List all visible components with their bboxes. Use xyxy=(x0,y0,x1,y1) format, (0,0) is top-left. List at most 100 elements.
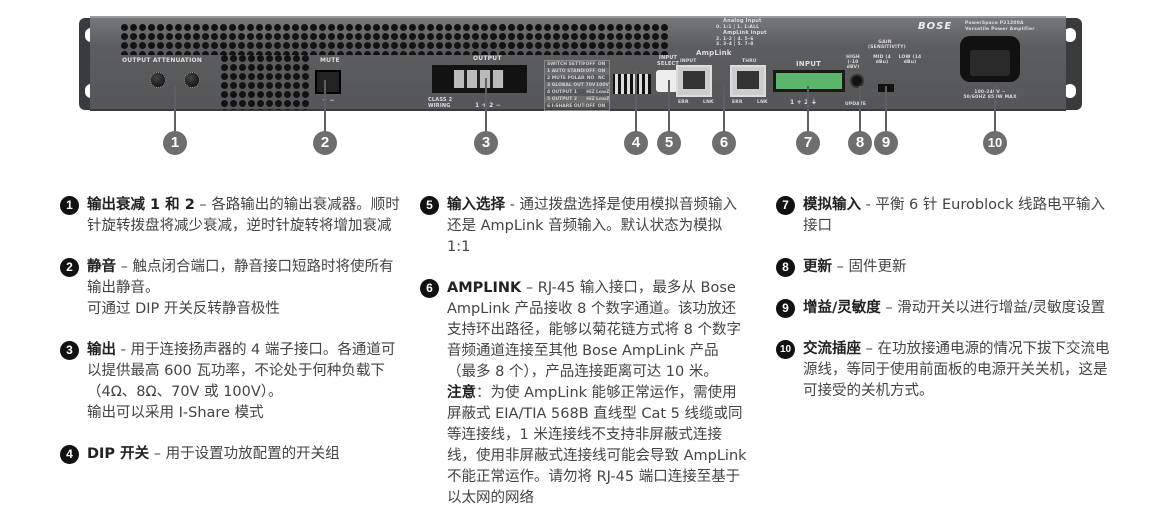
switch-table-cell: LowZ xyxy=(596,90,610,95)
amplink-thru-port[interactable] xyxy=(730,65,766,97)
switch-table-cell: 6 I-SHARE OUTPUTS xyxy=(547,104,585,109)
number-badge: 8 xyxy=(776,258,795,277)
callout-1: 1 xyxy=(163,131,187,155)
gain-low-label: LOW (14 dBu) xyxy=(898,55,922,66)
switch-table-cell: OFF xyxy=(585,69,596,74)
mute-label: MUTE xyxy=(320,57,340,64)
power-rating-label: 100-240V ~ 50/60HZ 850W MAX xyxy=(963,90,1017,101)
switch-table-cell: LowZ xyxy=(596,97,610,102)
item-text: - 平衡 6 针 Euroblock 线路电平输入接口 xyxy=(803,197,1105,234)
amplink-input-port[interactable] xyxy=(676,65,712,97)
number-badge: 7 xyxy=(776,196,795,215)
attenuation-knob-1[interactable] xyxy=(150,72,166,88)
number-badge: 10 xyxy=(776,340,795,359)
item-text: - 通过拨盘选择是使用模拟音频输入还是 AmpLink 音频输入。默认状态为模拟… xyxy=(447,197,737,255)
switch-table-row: 6 I-SHARE OUTPUTSOFFON xyxy=(545,103,609,110)
rj-thru-label: THRU xyxy=(742,59,757,64)
item-title: 输出 xyxy=(87,342,116,358)
ac-inlet[interactable] xyxy=(960,36,1020,82)
attenuation-knob-2[interactable] xyxy=(184,72,200,88)
item-text: – RJ-45 输入接口，最多从 Bose AmpLink 产品接收 8 个数字… xyxy=(447,280,741,380)
item-title: AMPLINK xyxy=(447,280,522,296)
err-label: ERR xyxy=(732,100,743,105)
description-item-4: 4 DIP 开关 – 用于设置功放配置的开关组 xyxy=(60,444,402,465)
description-item-10: 10 交流插座 – 在功放接通电源的情况下拔下交流电源线，等同于使用前面板的电源… xyxy=(776,339,1115,402)
description-item-9: 9 增益/灵敏度 – 滑动开关以进行增益/灵敏度设置 xyxy=(776,298,1115,319)
description-item-3: 3 输出 - 用于连接扬声器的 4 端子接口。各通道可以提供最高 600 瓦功率… xyxy=(60,340,402,424)
switch-table-cell: ON xyxy=(597,69,606,74)
vent-grille xyxy=(120,23,520,55)
description-column-3: 7 模拟输入 - 平衡 6 针 Euroblock 线路电平输入接口 8 更新 … xyxy=(776,195,1115,422)
bose-logo: BOSE xyxy=(918,21,953,32)
amplifier-rear-panel: OUTPUT ATTENUATION MUTE + − OUTPUT CLASS… xyxy=(90,16,1066,111)
number-badge: 3 xyxy=(60,341,79,360)
callout-3: 3 xyxy=(474,131,498,155)
description-item-2: 2 静音 – 触点闭合端口，静音接口短路时将使所有输出静音。可通过 DIP 开关… xyxy=(60,257,402,320)
item-title: 增益/灵敏度 xyxy=(803,300,881,316)
euroblock-input-connector[interactable] xyxy=(773,70,845,92)
number-badge: 1 xyxy=(60,196,79,215)
model-label: PowerSpace P21200A xyxy=(965,21,1024,26)
switch-table-cell: 4 OUTPUT 1 xyxy=(547,90,577,95)
callout-8: 8 xyxy=(848,131,872,155)
switch-table-cell: NC xyxy=(597,76,606,81)
item-text: - 用于连接扬声器的 4 端子接口。各通道可以提供最高 600 瓦功率，不论处于… xyxy=(87,342,396,400)
amplink-input-options: 2. 1–2 | 4. 5–6 3. 3–4 | 5. 7–8 xyxy=(716,37,754,48)
callout-6: 6 xyxy=(712,131,736,155)
item-text: 可通过 DIP 开关反转静音极性 xyxy=(87,301,280,317)
item-title: DIP 开关 xyxy=(87,446,150,462)
gain-label: GAIN (SENSITIVITY) xyxy=(868,40,906,51)
switch-table-cell: 70V xyxy=(585,83,596,88)
update-label: UPDATE xyxy=(845,102,867,107)
switch-table-cell: 2 MUTE POLARITY xyxy=(547,76,585,81)
item-title: 输入选择 xyxy=(447,197,505,213)
dip-switch-bank[interactable] xyxy=(613,74,651,94)
note-title: 注意 xyxy=(447,385,476,401)
item-text: – 在功放接通电源的情况下拔下交流电源线，等同于使用前面板的电源开关关机，这是可… xyxy=(803,341,1110,399)
number-badge: 2 xyxy=(60,258,79,277)
link-label: LNK xyxy=(757,100,768,105)
model-subtitle: Versatile Power Amplifier xyxy=(965,27,1035,32)
description-item-7: 7 模拟输入 - 平衡 6 针 Euroblock 线路电平输入接口 xyxy=(776,195,1115,237)
switch-table-cell: 1 AUTO STANDBY xyxy=(547,69,585,74)
callout-10: 10 xyxy=(983,131,1007,155)
mute-connector[interactable] xyxy=(315,70,341,94)
analog-input-label: Analog Input xyxy=(723,18,762,24)
link-label: LNK xyxy=(703,100,714,105)
item-text: 输出可以采用 I-Share 模式 xyxy=(87,405,264,421)
rj-input-label: INPUT xyxy=(680,59,697,64)
output-attenuation-label: OUTPUT ATTENUATION xyxy=(122,57,203,64)
description-item-6: 6 AMPLINK – RJ-45 输入接口，最多从 Bose AmpLink … xyxy=(420,278,747,509)
item-text: – 各路输出的输出衰减器。顺时针旋转拨盘将减少衰减，逆时针旋转将增加衰减 xyxy=(87,197,400,234)
item-title: 模拟输入 xyxy=(803,197,861,213)
switch-table-cell: HiZ xyxy=(586,97,595,102)
switch-table-cell: ON xyxy=(597,62,606,67)
switch-table-cell: SWITCH SETTINGS xyxy=(547,62,585,67)
vent-grille xyxy=(220,54,310,110)
callout-4: 4 xyxy=(624,131,648,155)
output-label: OUTPUT xyxy=(473,55,502,62)
input-select-rotary-dial[interactable] xyxy=(656,70,678,92)
amplink-label: AmpLink xyxy=(696,49,732,57)
switch-table-cell: 3 GLOBAL OUT xyxy=(547,83,584,88)
item-title: 更新 xyxy=(803,259,832,275)
err-label: ERR xyxy=(678,100,689,105)
mute-pin-labels: + − xyxy=(322,97,335,104)
gain-high-label: HIGH (-10 dBV) xyxy=(846,55,860,71)
item-title: 输出衰减 1 和 2 xyxy=(87,197,195,213)
description-column-1: 1 输出衰减 1 和 2 – 各路输出的输出衰减器。顺时针旋转拨盘将减少衰减，逆… xyxy=(60,195,402,485)
number-badge: 6 xyxy=(420,279,439,298)
switch-table-row: 1 AUTO STANDBYOFFON xyxy=(545,68,609,75)
update-port[interactable] xyxy=(850,74,864,88)
switch-table-cell: HiZ xyxy=(586,90,595,95)
item-text: – 固件更新 xyxy=(832,259,907,275)
analog-input-options: 0. 1:1 | 1. 1:ALL xyxy=(716,25,760,30)
amplink-input-label: AmpLink Input xyxy=(723,30,767,36)
item-text: – 滑动开关以进行增益/灵敏度设置 xyxy=(880,300,1106,316)
output-terminal-block[interactable] xyxy=(432,65,527,93)
number-badge: 4 xyxy=(60,445,79,464)
callout-5: 5 xyxy=(657,131,681,155)
